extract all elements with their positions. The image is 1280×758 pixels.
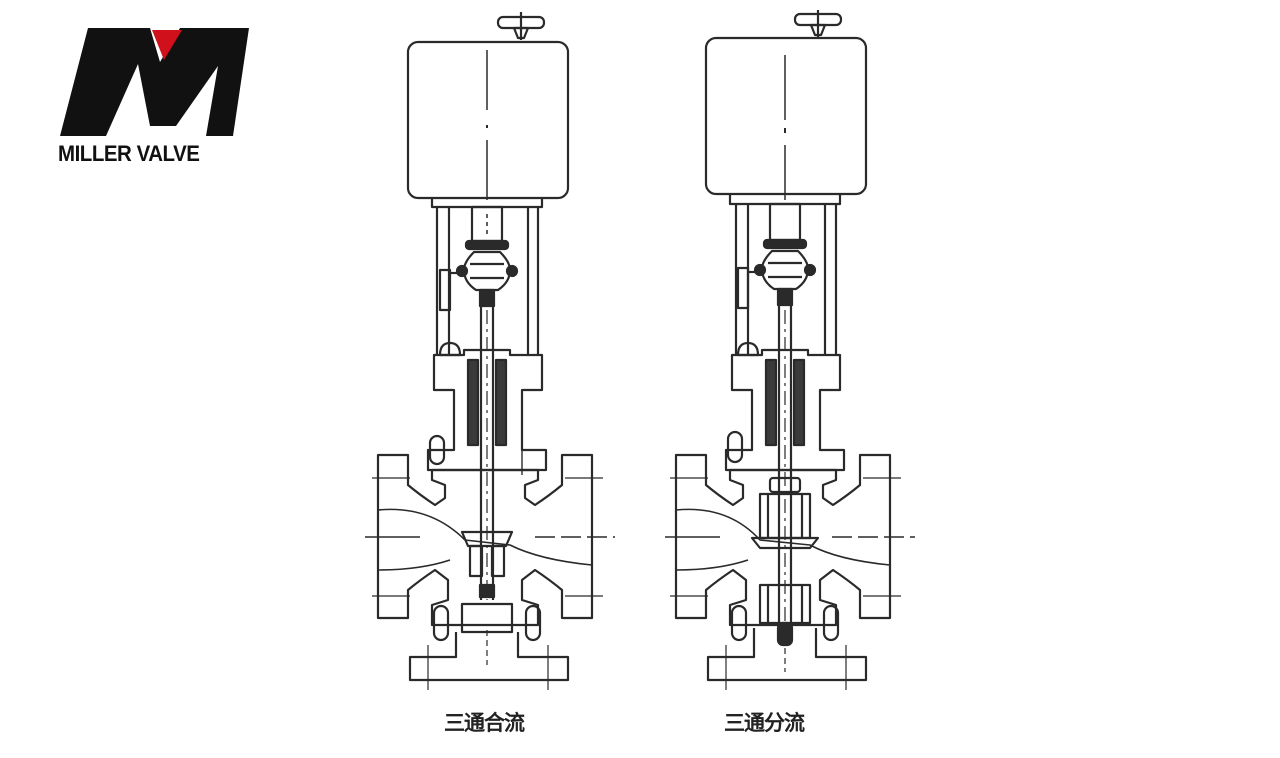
miller-valve-logo: MILLER VALVE <box>58 26 252 171</box>
actuator-housing <box>704 36 868 196</box>
brand-name: MILLER VALVE <box>58 141 200 166</box>
caption-mixing: 三通合流 <box>444 711 525 735</box>
caption-diverting: 三通分流 <box>724 711 805 735</box>
valve-drawing-diverting <box>660 0 920 700</box>
valve-drawing-mixing <box>360 0 620 700</box>
actuator-housing <box>406 40 570 200</box>
handwheel-icon <box>496 12 546 40</box>
m-logo-mark-icon <box>60 28 249 136</box>
handwheel-icon <box>793 10 843 38</box>
